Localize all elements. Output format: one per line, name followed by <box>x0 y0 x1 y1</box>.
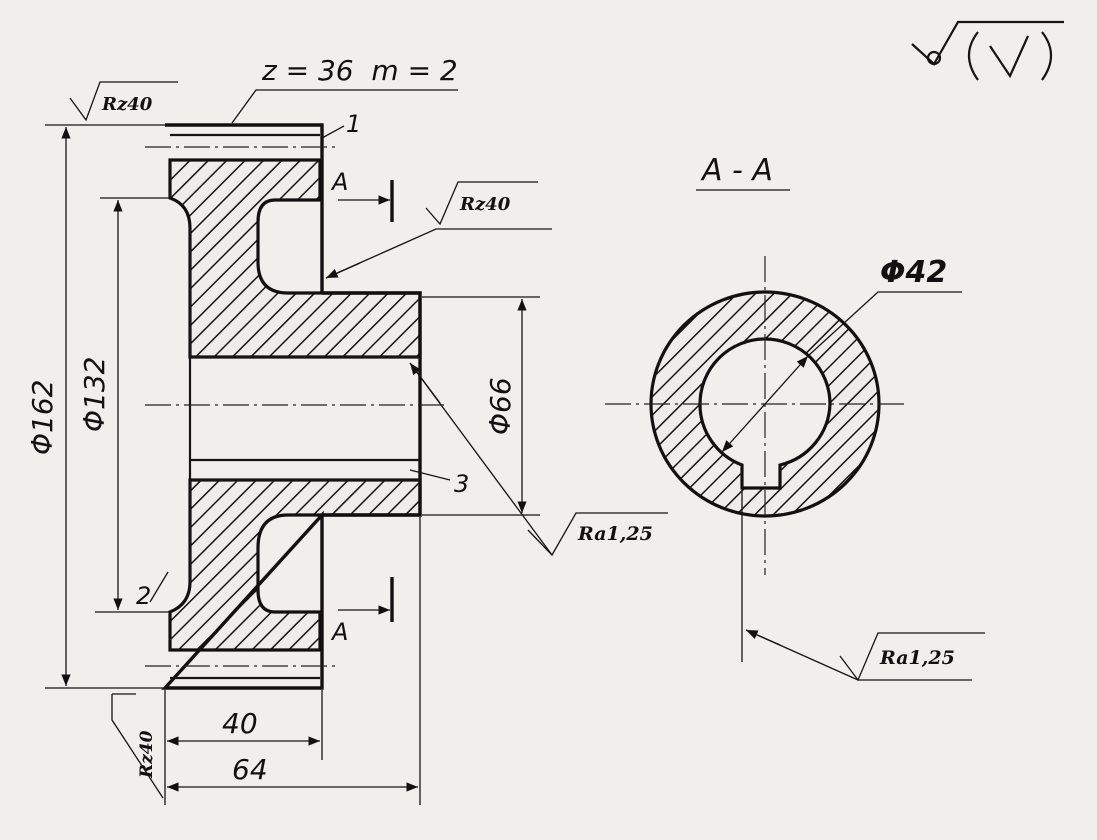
gear-outline <box>161 123 324 690</box>
upper-rim-hatch <box>168 158 422 359</box>
dimension-w40: 40 <box>167 690 323 760</box>
svg-text:A: A <box>330 618 348 646</box>
svg-text:Ra1,25: Ra1,25 <box>879 647 955 669</box>
lower-rim-hatch <box>168 478 422 652</box>
section-mark-bottom: A <box>330 577 394 646</box>
d132-label: Φ132 <box>78 357 111 432</box>
dimension-d66: Φ66 <box>422 296 540 516</box>
rz40-top-symbol: Rz40 <box>69 81 178 122</box>
rz40-bottom-symbol: Rz40 <box>111 693 164 799</box>
gear-spec-label: z = 36 m = 2 <box>261 54 458 87</box>
d66-label: Φ66 <box>484 377 517 435</box>
leader-2: 2 <box>136 571 169 610</box>
gear-section-view <box>145 123 445 690</box>
svg-text:2: 2 <box>136 582 151 610</box>
roughness-general-icon <box>911 20 1064 81</box>
svg-text:Ra1,25: Ra1,25 <box>577 523 653 545</box>
svg-text:Rz40: Rz40 <box>137 730 157 779</box>
leader-1: 1 <box>321 110 361 139</box>
w40-label: 40 <box>222 707 258 740</box>
ra125-right-symbol: Ra1,25 <box>745 629 985 682</box>
gear-spec-callout: z = 36 m = 2 <box>231 54 458 124</box>
hub-outline <box>322 291 422 517</box>
svg-text:Rz40: Rz40 <box>101 94 153 115</box>
w64-label: 64 <box>232 753 268 786</box>
dimension-d132: Φ132 <box>78 197 170 613</box>
section-mark-top: A <box>330 168 394 222</box>
svg-text:A: A <box>330 168 348 196</box>
leader-3: 3 <box>409 469 469 498</box>
svg-text:3: 3 <box>454 470 469 498</box>
dimension-d162: Φ162 <box>26 124 165 689</box>
svg-text:Rz40: Rz40 <box>459 194 511 215</box>
dimension-w64: 64 <box>164 517 421 805</box>
d162-label: Φ162 <box>26 380 59 455</box>
ra125-mid-symbol: Ra1,25 <box>409 362 668 557</box>
section-title: A - A <box>700 153 773 188</box>
d42-label: Φ42 <box>880 255 947 290</box>
svg-text:1: 1 <box>346 110 361 138</box>
rz40-mid-symbol: Rz40 <box>325 181 552 279</box>
section-aa-view: A - A Φ42 <box>605 153 962 662</box>
